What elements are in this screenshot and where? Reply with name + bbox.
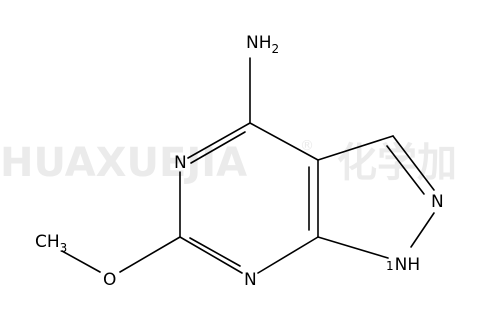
bond-c3a-c3: [317, 135, 394, 161]
methyl-label: CH3: [35, 232, 67, 255]
bond-c3-n2: [392, 135, 435, 191]
bond-n1-c7a: [257, 236, 319, 274]
atom-labels: NH2 N N N 1NH O CH3: [35, 33, 444, 290]
ring-nitrogen-n1: N: [244, 270, 257, 290]
pyrazole-nitrogen-n2: N: [431, 192, 444, 212]
bond-n1h-c7a: [317, 236, 389, 259]
bond-oxygen-methyl: [61, 250, 101, 273]
bonds: [61, 57, 435, 274]
amine-label: NH2: [246, 33, 279, 56]
ring-nitrogen-n3: N: [174, 153, 187, 173]
bond-c4-n3-inner: [190, 131, 246, 164]
bond-c2-oxygen: [119, 236, 181, 273]
bond-n2-n1h: [410, 212, 435, 248]
watermark-cjk-text: 化学加: [337, 140, 457, 186]
bond-c2-n1-inner: [189, 237, 241, 267]
bond-c2-n1: [179, 236, 243, 274]
watermark-text: HUAXUEJIA: [0, 140, 247, 186]
bond-c4-n3: [187, 122, 251, 159]
bond-c3a-c4: [249, 122, 319, 161]
watermark-registered-mark: ®: [300, 138, 314, 154]
pyrazole-nh-label: 1NH: [386, 255, 420, 275]
watermark: HUAXUEJIA ® 化学加: [0, 138, 457, 186]
bond-c3-n2-inner: [386, 145, 425, 195]
oxygen-label: O: [103, 270, 116, 290]
